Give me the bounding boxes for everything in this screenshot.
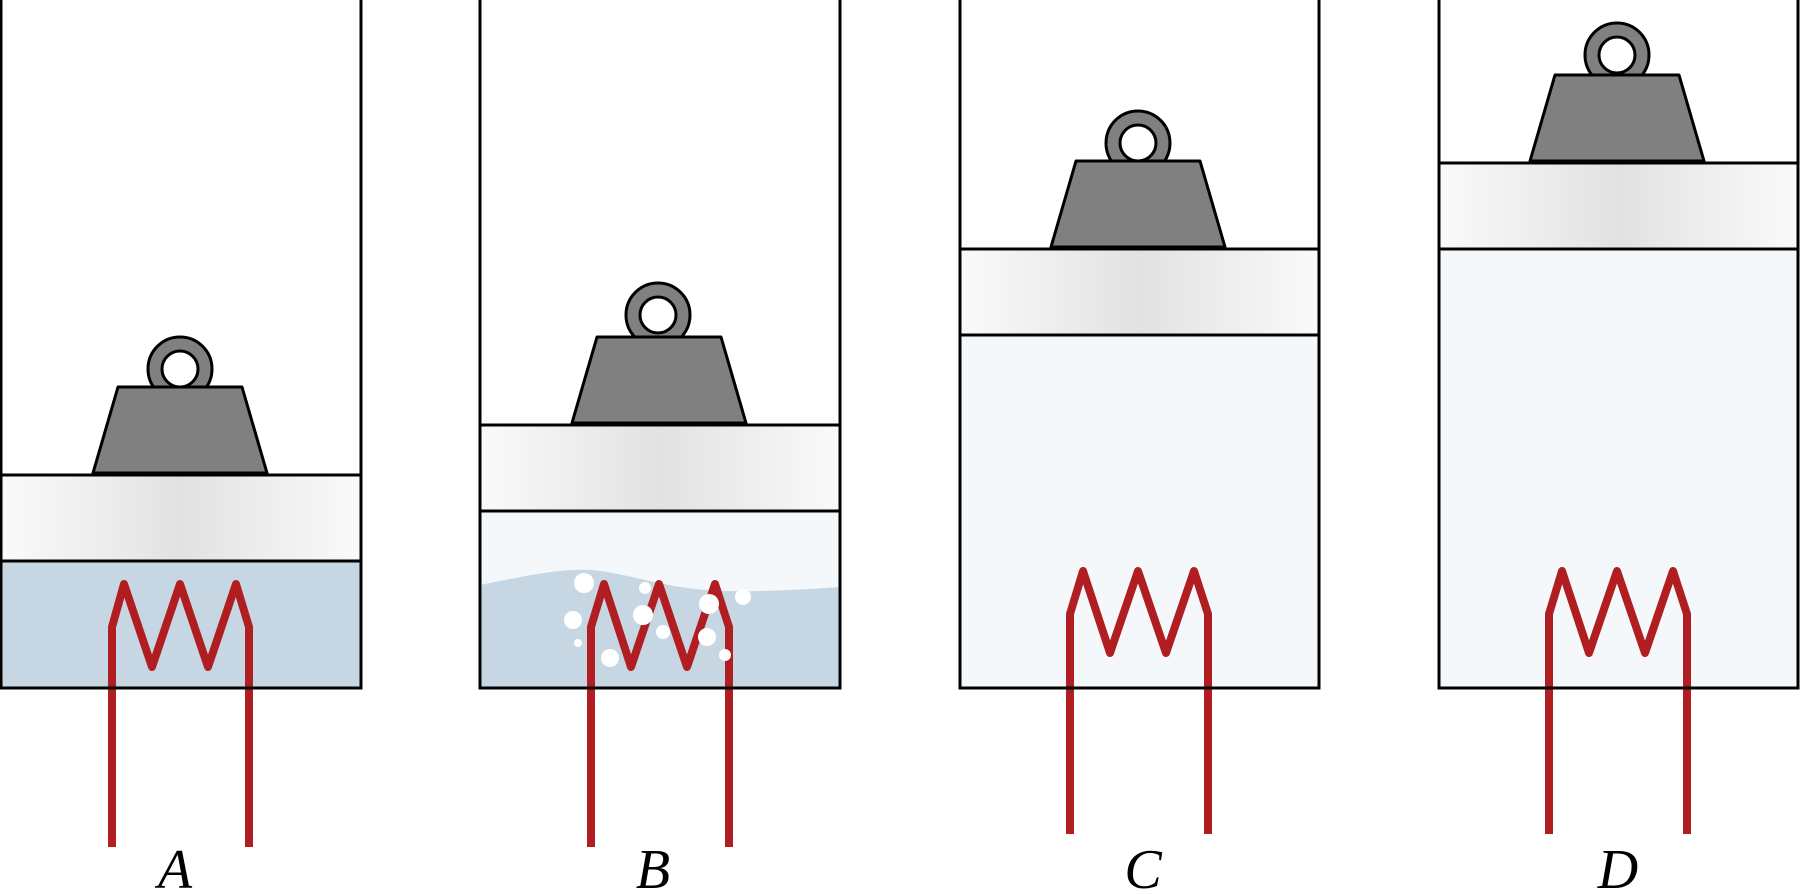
panel-label: C <box>1124 839 1162 894</box>
cylinder-wall <box>0 0 363 690</box>
gas-region <box>1439 249 1798 688</box>
panel-label: A <box>154 839 193 894</box>
piston <box>0 473 363 563</box>
cylinder-wall <box>1437 0 1800 690</box>
panel-b: B <box>478 0 842 894</box>
weight <box>1049 109 1227 249</box>
cylinder-wall <box>478 0 842 690</box>
panel-c: C <box>958 0 1321 894</box>
piston <box>1437 161 1800 251</box>
piston <box>478 423 842 513</box>
vapor-bubbles <box>564 573 751 667</box>
panel-label: D <box>1597 839 1638 894</box>
cylinder-wall <box>958 0 1321 690</box>
panel-a: A <box>0 0 363 894</box>
heater-coil <box>587 580 733 847</box>
heater-coil <box>1066 567 1212 834</box>
heater-coil <box>1545 567 1691 834</box>
liquid-region <box>1 561 361 688</box>
weight <box>1528 21 1706 163</box>
weight <box>570 281 748 425</box>
heater-coil <box>108 580 253 847</box>
piston <box>958 247 1321 337</box>
panel-d: D <box>1437 0 1800 894</box>
panel-label: B <box>636 839 670 894</box>
gas-region <box>960 335 1319 688</box>
weight <box>91 335 269 475</box>
